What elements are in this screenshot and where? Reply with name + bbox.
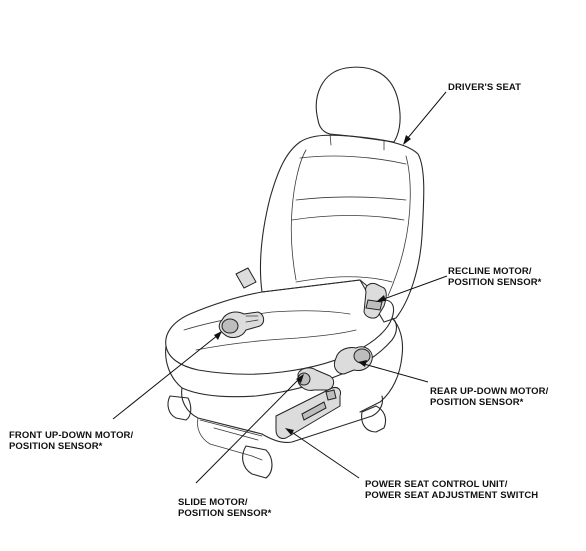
label-slide-motor: SLIDE MOTOR/ POSITION SENSOR* xyxy=(178,497,272,519)
seat-frame xyxy=(167,267,404,479)
label-rear-updown-motor: REAR UP-DOWN MOTOR/ POSITION SENSOR* xyxy=(430,386,549,408)
label-drivers-seat: DRIVER'S SEAT xyxy=(448,82,522,93)
seat-cushion xyxy=(165,279,398,398)
slide-motor xyxy=(297,367,335,391)
front-updown-motor xyxy=(218,311,265,338)
leader-lines xyxy=(112,91,448,484)
power-seat-control-unit xyxy=(275,387,341,439)
label-power-seat-control: POWER SEAT CONTROL UNIT/ POWER SEAT ADJU… xyxy=(365,479,539,501)
rear-updown-motor xyxy=(333,346,373,375)
label-recline-motor: RECLINE MOTOR/ POSITION SENSOR* xyxy=(448,266,542,288)
seat-back xyxy=(259,134,425,323)
headrest xyxy=(315,66,401,151)
label-front-updown-motor: FRONT UP-DOWN MOTOR/ POSITION SENSOR* xyxy=(9,430,134,452)
